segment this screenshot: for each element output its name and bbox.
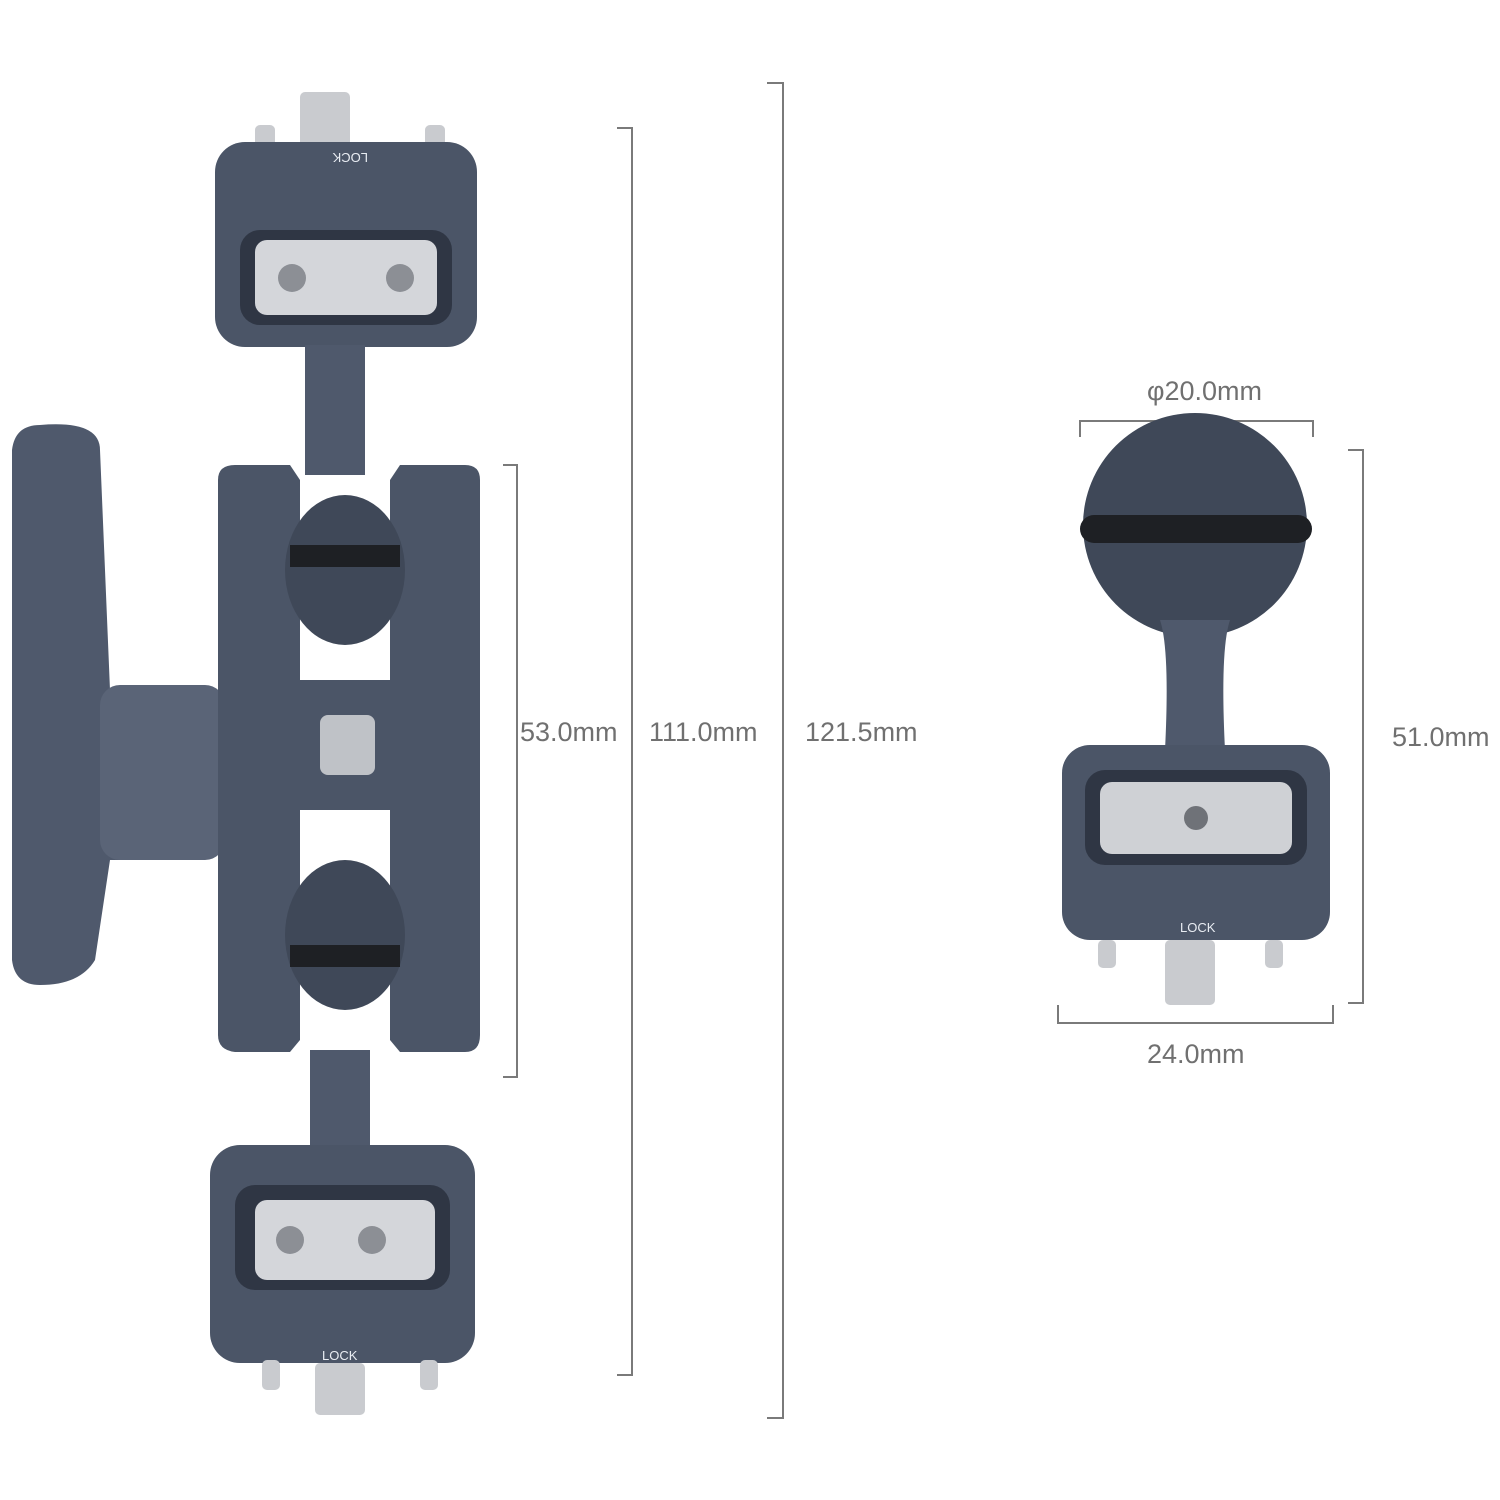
dim-line-111 xyxy=(617,127,633,1376)
dim-line-24 xyxy=(1057,1005,1334,1024)
dimension-label-53: 53.0mm xyxy=(520,717,618,747)
magic-arm-image: LOCK LOCK xyxy=(12,92,480,1415)
dim-line-51 xyxy=(1348,449,1364,1004)
lock-marking-top: LOCK xyxy=(332,150,368,165)
dim-line-121 xyxy=(767,82,784,1419)
dimension-label-ball-diameter: φ20.0mm xyxy=(1147,376,1263,406)
lock-marking-adapter: LOCK xyxy=(1180,920,1216,935)
center-spring xyxy=(320,715,375,775)
adapter-screw xyxy=(1165,940,1215,1005)
top-screw xyxy=(300,92,350,147)
dim-line-53 xyxy=(503,464,518,1078)
dimension-label-111: 111.0mm xyxy=(649,717,758,747)
dimension-label-121-5: 121.5mm xyxy=(805,717,918,747)
dimension-label-51: 51.0mm xyxy=(1392,722,1490,752)
lock-marking-bottom: LOCK xyxy=(322,1348,358,1363)
ball-adapter-image: LOCK xyxy=(1062,413,1330,1005)
dimension-label-24: 24.0mm xyxy=(1147,1039,1245,1069)
dimension-lines xyxy=(503,82,1364,1419)
bottom-screw xyxy=(315,1363,365,1415)
